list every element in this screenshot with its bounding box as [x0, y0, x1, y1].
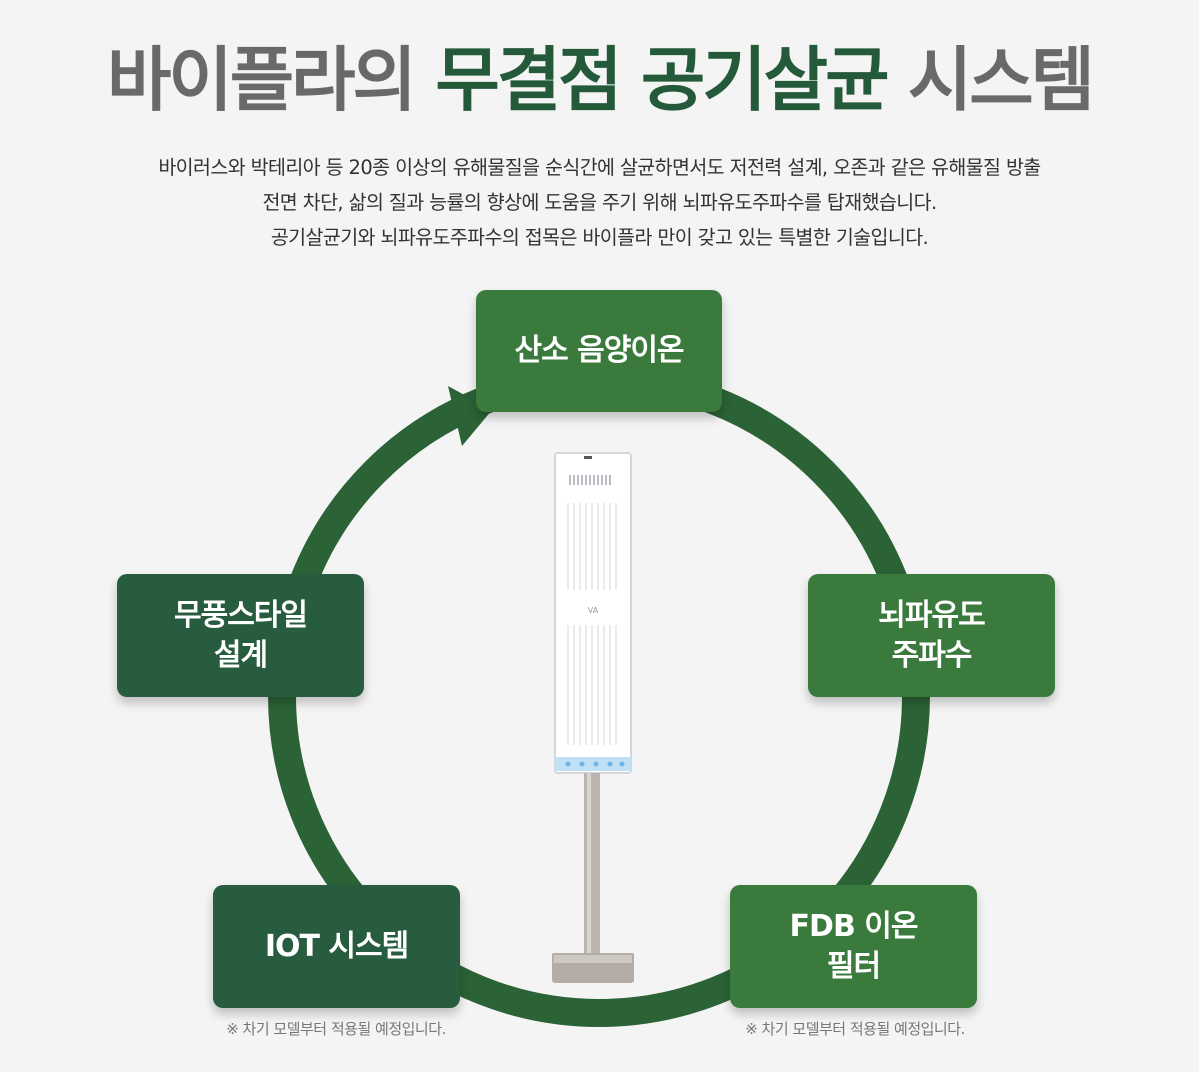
feature-iot-system: IOT 시스템	[213, 885, 460, 1008]
feature-iot-label: IOT 시스템	[264, 928, 409, 964]
air-purifier-image: VA	[552, 452, 634, 983]
feature-fdb-label-1: FDB 이온	[789, 908, 919, 944]
note-fdb-upcoming: ※ 차기 모델부터 적용될 예정입니다.	[745, 1020, 965, 1038]
title-highlight: 무결점 공기살균	[435, 39, 889, 121]
feature-brainwave-label-2: 주파수	[891, 637, 973, 673]
feature-fdb-label-2: 필터	[826, 948, 881, 984]
description-line-3: 공기살균기와 뇌파유도주파수의 접목은 바이플라 만이 갖고 있는 특별한 기술…	[270, 226, 929, 249]
feature-windless-design-label-2: 설계	[213, 637, 268, 673]
intro-description: 바이러스와 박테리아 등 20종 이상의 유해물질을 순식간에 살균하면서도 저…	[0, 150, 1199, 255]
feature-windless-design: 무풍스타일 설계	[117, 574, 364, 697]
feature-oxygen-ions-label: 산소 음양이온	[514, 333, 684, 368]
feature-oxygen-ions: 산소 음양이온	[476, 290, 722, 412]
feature-brainwave-frequency: 뇌파유도 주파수	[808, 574, 1055, 697]
title-brand: 바이플라의	[106, 39, 436, 121]
feature-fdb-filter: FDB 이온 필터	[730, 885, 977, 1008]
description-line-2: 전면 차단, 삶의 질과 능률의 향상에 도움을 주기 위해 뇌파유도주파수를 …	[262, 191, 937, 214]
description-line-1: 바이러스와 박테리아 등 20종 이상의 유해물질을 순식간에 살균하면서도 저…	[158, 156, 1041, 179]
svg-text:VA: VA	[588, 606, 599, 615]
feature-brainwave-label-1: 뇌파유도	[878, 597, 985, 633]
feature-windless-design-label-1: 무풍스타일	[174, 597, 308, 633]
page-title: 바이플라의 무결점 공기살균 시스템	[0, 30, 1199, 130]
title-suffix: 시스템	[886, 39, 1095, 121]
note-iot-upcoming: ※ 차기 모델부터 적용될 예정입니다.	[226, 1020, 446, 1038]
cycle-arrow-icon	[448, 386, 492, 446]
